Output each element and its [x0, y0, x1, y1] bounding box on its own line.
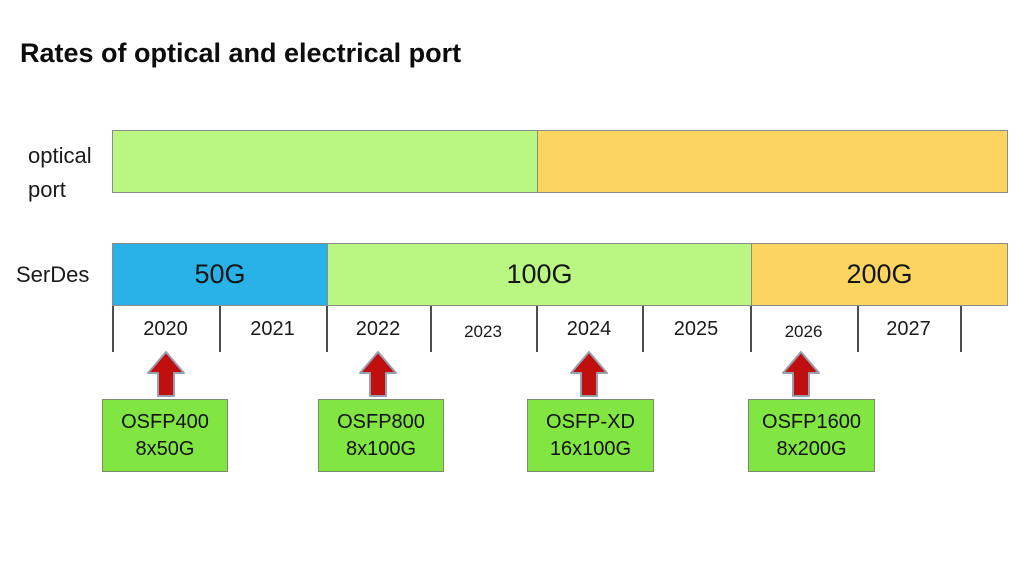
optical-port-bar: [112, 130, 1008, 193]
year-label-2025: 2025: [673, 317, 719, 340]
page-title: Rates of optical and electrical port: [20, 38, 462, 68]
timeline-tick: [857, 306, 859, 352]
serdes-segment-200g: 200G: [751, 244, 1007, 305]
timeline-tick: [536, 306, 538, 352]
year-label-2023: 2023: [464, 321, 502, 341]
module-lanes: 16x100G: [549, 437, 632, 460]
module-name: OSFP-XD: [546, 410, 635, 433]
optical-port-label: optical port: [28, 139, 92, 207]
serdes-segment-100g: 100G: [327, 244, 751, 305]
module-name: OSFP800: [337, 410, 425, 433]
up-arrow-icon: [570, 351, 608, 397]
module-lanes: 8x100G: [345, 437, 417, 460]
optical-port-label-line1: optical: [28, 143, 92, 168]
year-label-2024: 2024: [566, 317, 612, 340]
year-label-2026: 2026: [784, 321, 823, 341]
module-name: OSFP400: [121, 410, 209, 433]
module-box-osfp1600: OSFP1600 8x200G: [748, 399, 875, 472]
optical-port-label-line2: port: [28, 177, 66, 202]
year-label-2020: 2020: [143, 317, 188, 340]
module-box-osfp400: OSFP400 8x50G: [102, 399, 228, 472]
serdes-bar: 50G 100G 200G: [112, 243, 1008, 306]
up-arrow-icon: [359, 351, 397, 397]
serdes-segment-50g: 50G: [113, 244, 327, 305]
module-name: OSFP1600: [762, 410, 861, 433]
timeline-tick: [112, 306, 114, 352]
timeline-tick: [750, 306, 752, 352]
module-box-osfp800: OSFP800 8x100G: [318, 399, 444, 472]
timeline-tick: [960, 306, 962, 352]
timeline-tick: [219, 306, 221, 352]
optical-bar-orange-segment: [537, 131, 1007, 192]
timeline-tick: [430, 306, 432, 352]
year-label-2022: 2022: [355, 317, 401, 340]
serdes-label: SerDes: [16, 262, 90, 287]
module-lanes: 8x200G: [776, 437, 847, 460]
up-arrow-icon: [147, 351, 185, 397]
year-label-2027: 2027: [886, 317, 931, 340]
module-lanes: 8x50G: [135, 437, 195, 460]
timeline-tick: [326, 306, 328, 352]
optical-bar-green-segment: [113, 131, 537, 192]
year-label-2021: 2021: [250, 317, 295, 340]
timeline-tick: [642, 306, 644, 352]
up-arrow-icon: [782, 351, 820, 397]
module-box-osfp-xd: OSFP-XD 16x100G: [527, 399, 654, 472]
